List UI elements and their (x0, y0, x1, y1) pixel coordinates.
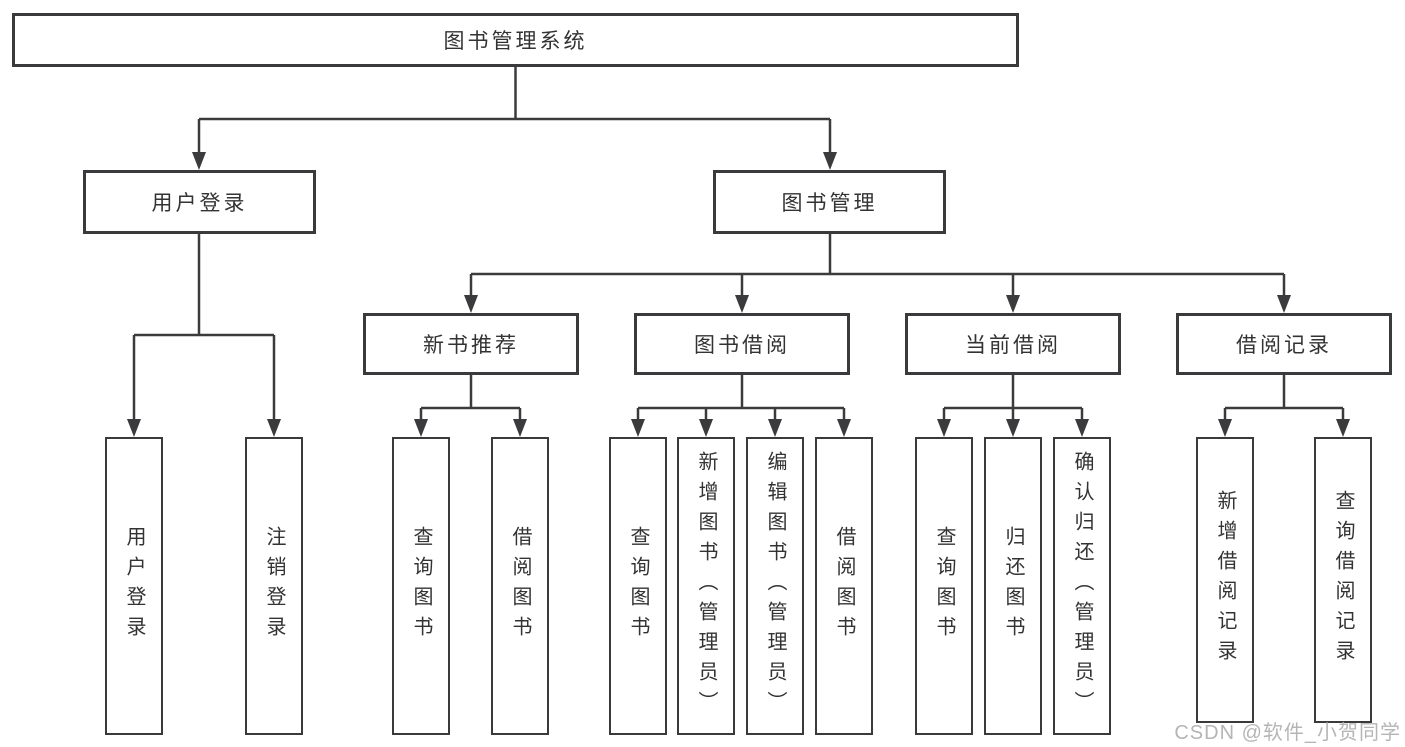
arrowhead (937, 419, 951, 437)
leaf-logout: 注销登录 (245, 437, 303, 735)
node-current-borrowing: 当前借阅 (905, 313, 1121, 375)
arrowhead (837, 419, 851, 437)
arrowhead (1218, 419, 1232, 437)
arrowhead (267, 419, 281, 437)
node-user-login: 用户登录 (83, 170, 316, 234)
arrowhead (1006, 419, 1020, 437)
node-new-book-recommend: 新书推荐 (363, 313, 579, 375)
arrowhead (768, 419, 782, 437)
arrowhead (414, 419, 428, 437)
arrowhead (735, 295, 749, 313)
leaf-query-books-2: 查询图书 (609, 437, 667, 735)
arrowhead (127, 419, 141, 437)
leaf-borrow-books-1: 借阅图书 (491, 437, 549, 735)
leaf-user-login: 用户登录 (105, 437, 163, 735)
leaf-query-books-1: 查询图书 (392, 437, 450, 735)
arrowhead (192, 152, 206, 170)
arrowhead (1277, 295, 1291, 313)
leaf-confirm-return-admin: 确认归还（管理员） (1053, 437, 1111, 735)
arrowhead (1336, 419, 1350, 437)
leaf-query-borrow-record: 查询借阅记录 (1314, 437, 1372, 723)
leaf-query-books-3: 查询图书 (915, 437, 973, 735)
arrowhead (1006, 295, 1020, 313)
node-root: 图书管理系统 (12, 13, 1019, 67)
arrowhead (1075, 419, 1089, 437)
leaf-add-borrow-record: 新增借阅记录 (1196, 437, 1254, 723)
arrowhead (464, 295, 478, 313)
arrowhead (823, 152, 837, 170)
arrowhead (513, 419, 527, 437)
leaf-add-book-admin: 新增图书（管理员） (677, 437, 735, 735)
node-book-management: 图书管理 (713, 170, 946, 234)
leaf-edit-book-admin: 编辑图书（管理员） (746, 437, 804, 735)
node-book-borrowing: 图书借阅 (634, 313, 850, 375)
arrowhead (631, 419, 645, 437)
node-borrowing-records: 借阅记录 (1176, 313, 1392, 375)
leaf-return-book: 归还图书 (984, 437, 1042, 735)
watermark: CSDN @软件_小贺同学 (1174, 722, 1401, 744)
leaf-borrow-books-2: 借阅图书 (815, 437, 873, 735)
arrowhead (699, 419, 713, 437)
